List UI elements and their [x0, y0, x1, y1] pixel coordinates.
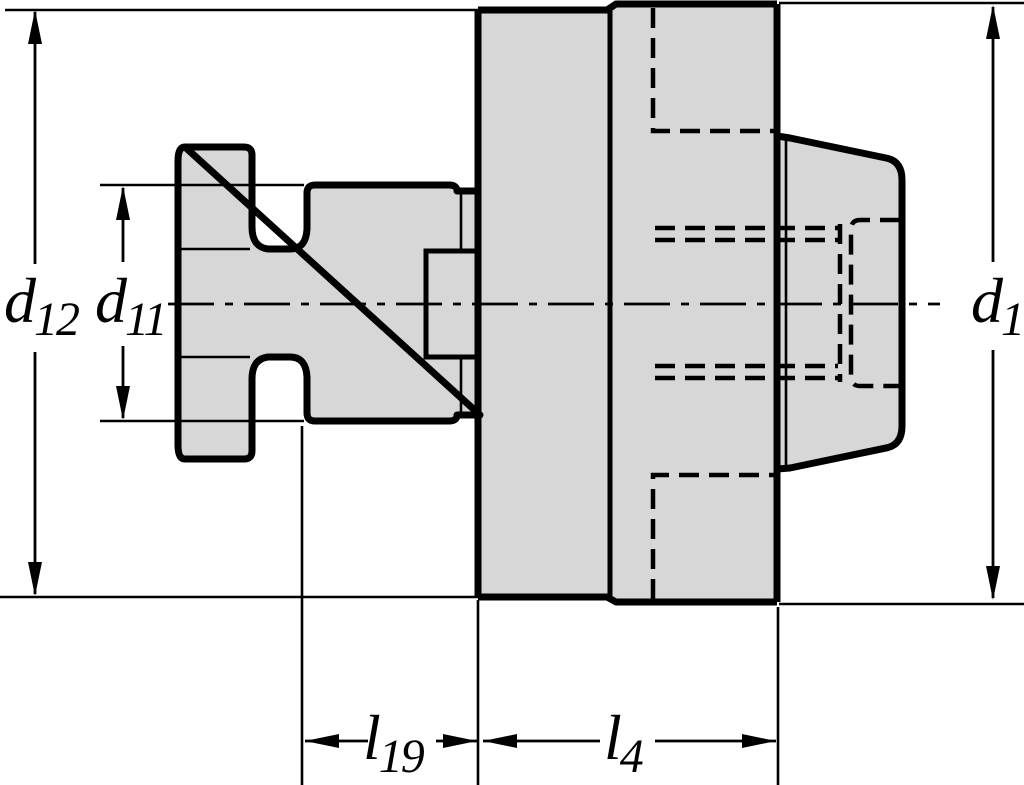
arrow-d12-down: [28, 562, 42, 596]
counterbore-hidden-top: [650, 8, 777, 134]
dim-label-d12: d12: [4, 269, 80, 346]
dim-label-l4-sub: 4: [619, 729, 644, 783]
dim-label-d12-sub: 12: [34, 292, 80, 346]
socket-hidden-outer: [848, 217, 900, 389]
arrow-d11-up: [116, 186, 130, 220]
arrow-d11-down: [116, 386, 130, 420]
dim-label-d1-sub: 1: [1001, 292, 1024, 346]
flange-bottom-edge: [478, 593, 777, 606]
dim-label-d1-base: d: [971, 265, 1003, 336]
dim-label-l19-sub: 19: [378, 729, 425, 783]
dim-label-l4-base: l: [604, 702, 622, 773]
hidden-lines: [650, 8, 900, 599]
dim-label-d11-sub: 11: [125, 292, 167, 346]
dim-label-d11: d11: [95, 269, 167, 346]
arrow-l4-right: [742, 734, 776, 748]
dim-label-d1: d1: [971, 269, 1024, 346]
dim-label-d12-base: d: [4, 265, 36, 336]
arrow-l19-right: [443, 734, 477, 748]
arrow-l4-left: [483, 734, 517, 748]
dim-label-d11-base: d: [95, 265, 127, 336]
arrow-d12-up: [28, 10, 42, 44]
taper-boss-outline: [776, 132, 906, 473]
counterbore-hidden-bottom: [650, 472, 777, 599]
dim-label-l19-base: l: [363, 702, 381, 773]
arrow-d1-down: [986, 566, 1000, 600]
retention-knob-outline: [174, 143, 484, 463]
dim-label-l19: l19: [363, 706, 425, 783]
arrow-l19-left: [305, 734, 339, 748]
dim-label-l4: l4: [604, 706, 644, 783]
flange-top-edge: [478, 0, 777, 14]
arrow-d1-up: [986, 5, 1000, 39]
